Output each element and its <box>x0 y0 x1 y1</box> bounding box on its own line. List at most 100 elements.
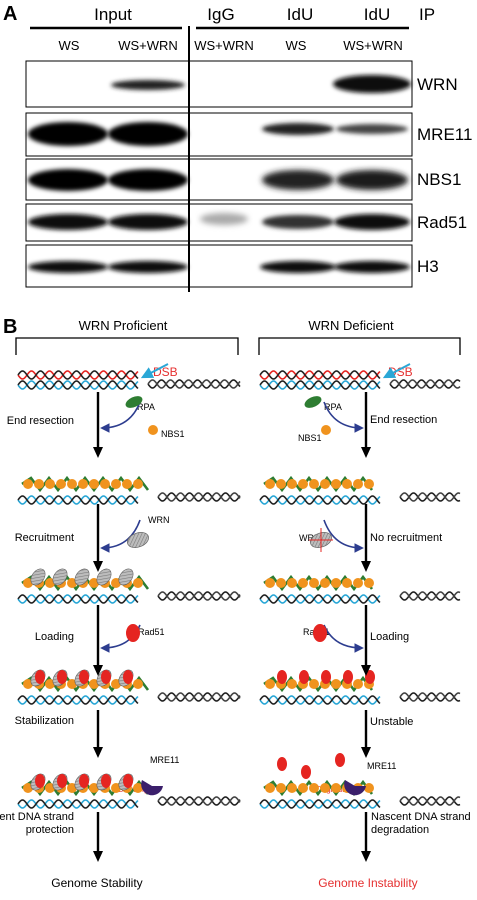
nbs1-bead <box>276 578 286 588</box>
right-pathway <box>259 363 461 809</box>
nbs1-bead <box>364 578 374 588</box>
right-dsb-label: DSB <box>388 365 413 379</box>
dna-lower <box>17 695 139 705</box>
right-complex-stage-4 <box>259 670 461 705</box>
right-step-2: No recruitment <box>370 532 442 544</box>
strand <box>259 799 381 809</box>
nbs1-bead <box>331 679 341 689</box>
dna-right <box>399 492 461 502</box>
nbs1-bead <box>276 783 286 793</box>
ssdna-rpa <box>263 675 374 693</box>
left-dna-lower-left <box>17 380 139 390</box>
rad51-protein-released <box>277 757 287 771</box>
strand <box>259 380 381 390</box>
panel-b-label: B <box>3 316 17 338</box>
blot-label-wrn: WRN <box>417 75 458 94</box>
dna-lower <box>259 695 381 705</box>
left-final-line-2: protection <box>26 824 74 836</box>
left-mre11-label: MRE11 <box>150 755 179 765</box>
nbs1-bead <box>265 783 275 793</box>
dna-right <box>157 692 241 702</box>
dna-lower <box>17 594 139 604</box>
nbs1-bead <box>309 479 319 489</box>
dna-right <box>157 796 241 806</box>
nbs1-bead <box>122 479 132 489</box>
strand <box>157 796 241 806</box>
strand <box>399 796 461 806</box>
schematic-graphics <box>17 363 461 862</box>
band <box>333 75 411 93</box>
nbs1-bead <box>287 479 297 489</box>
right-rpa-label: RPA <box>324 402 342 412</box>
nbs1-bead <box>276 479 286 489</box>
rad51-protein <box>321 670 331 684</box>
nbs1-bead <box>298 783 308 793</box>
left-final-line-1: Nascent DNA strand <box>0 811 74 823</box>
nbs1-bead <box>331 783 341 793</box>
header-input: Input <box>94 5 132 24</box>
strand <box>17 495 139 505</box>
nbs1-bead <box>309 578 319 588</box>
left-step-1: End resection <box>7 415 74 427</box>
right-wrn-label: WRN <box>299 533 321 543</box>
band <box>111 80 185 90</box>
left-wrn-label: WRN <box>148 515 170 525</box>
right-recruit-arrow-icon <box>323 401 364 433</box>
blot-label-nbs1: NBS1 <box>417 170 461 189</box>
left-rpa-protein <box>125 396 143 408</box>
nbs1-bead <box>364 783 374 793</box>
band <box>334 261 410 273</box>
left-complex-stage-4 <box>17 669 241 705</box>
ssdna-rpa <box>263 475 374 493</box>
rad51-protein <box>123 670 133 684</box>
strand <box>399 692 461 702</box>
left-rpa-label: RPA <box>137 402 155 412</box>
lane-label-4: WS <box>286 38 307 53</box>
right-bracket <box>258 337 461 355</box>
left-recruit-arrow-icon <box>100 519 141 553</box>
left-complex-stage-2 <box>17 475 241 505</box>
strand <box>399 492 461 502</box>
lane-label-3: WS+WRN <box>194 38 254 53</box>
left-bracket <box>15 337 239 355</box>
strand <box>399 591 461 601</box>
strand <box>399 692 461 702</box>
right-recruit-arrow-icon <box>323 624 364 653</box>
rad51-protein <box>101 670 111 684</box>
nbs1-bead <box>111 783 121 793</box>
strand <box>17 495 139 505</box>
rad51-protein <box>57 670 67 684</box>
lane-label-2: WS+WRN <box>118 38 178 53</box>
strand <box>259 380 381 390</box>
right-dna-broken-end <box>259 370 381 380</box>
dna-lower <box>17 799 139 809</box>
nbs1-bead <box>45 479 55 489</box>
right-complex-stage-2 <box>259 475 461 505</box>
left-arrow-down-icon-2-head <box>93 561 103 572</box>
strand <box>17 695 139 705</box>
nbs1-bead <box>287 679 297 689</box>
nbs1-bead <box>353 578 363 588</box>
right-dna-right <box>389 379 461 389</box>
strand <box>389 379 461 389</box>
header-idu-2: IdU <box>364 5 390 24</box>
bands-h3 <box>28 261 410 273</box>
left-pathway <box>17 363 241 809</box>
left-outcome: Genome Stability <box>51 876 142 890</box>
right-final-line-2: degradation <box>371 824 429 836</box>
right-step-3: Loading <box>370 631 409 643</box>
left-arrow-down-icon-5-head <box>93 851 103 862</box>
right-arrow-down-icon-4-head <box>361 747 371 758</box>
nbs1-bead <box>111 578 121 588</box>
dna-right <box>399 692 461 702</box>
nbs1-bead <box>298 578 308 588</box>
wrn-protein <box>118 568 134 586</box>
nbs1-bead <box>353 479 363 489</box>
dna-right <box>157 492 241 502</box>
nbs1-bead <box>56 479 66 489</box>
nbs1-bead <box>67 479 77 489</box>
nbs1-bead <box>67 783 77 793</box>
strand <box>157 591 241 601</box>
strand <box>399 796 461 806</box>
nbs1-bead <box>342 578 352 588</box>
